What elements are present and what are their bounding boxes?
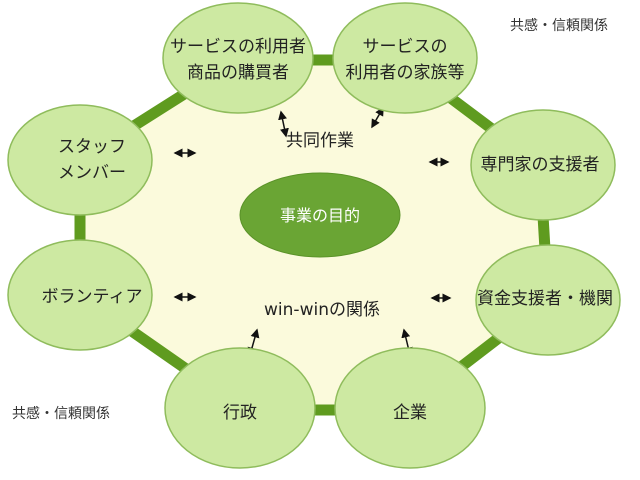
node-user-families [332,2,478,114]
node-label: スタッフ [58,137,126,157]
node-staff [7,104,153,216]
node-volunteers [7,239,153,351]
center-label: 事業の目的 [280,206,360,225]
node-label: メンバー [58,163,126,183]
node-label: 行政 [223,403,257,423]
node-label: サービスの利用者 [170,37,306,57]
node-funders [475,244,621,356]
inner-bottom-label: win-winの関係 [264,300,380,320]
inner-top-label: 共同作業 [286,131,354,151]
node-experts [470,109,616,221]
node-companies [334,347,486,469]
node-label: 資金支援者・機関 [477,289,613,309]
side-label-top-right: 共感・信頼関係 [510,17,608,34]
center-ellipse [239,172,401,258]
side-label-bottom-left: 共感・信頼関係 [12,405,110,422]
node-label: 利用者の家族等 [346,63,465,83]
arrow [278,110,289,138]
node-label: 専門家の支援者 [481,155,600,175]
node-label: 商品の購買者 [187,63,289,83]
node-label: サービスの [363,37,448,57]
arrow [371,106,384,129]
node-label: 企業 [393,403,427,423]
node-government [164,347,316,469]
node-service-users [162,2,314,114]
node-label: ボランティア [42,287,143,307]
